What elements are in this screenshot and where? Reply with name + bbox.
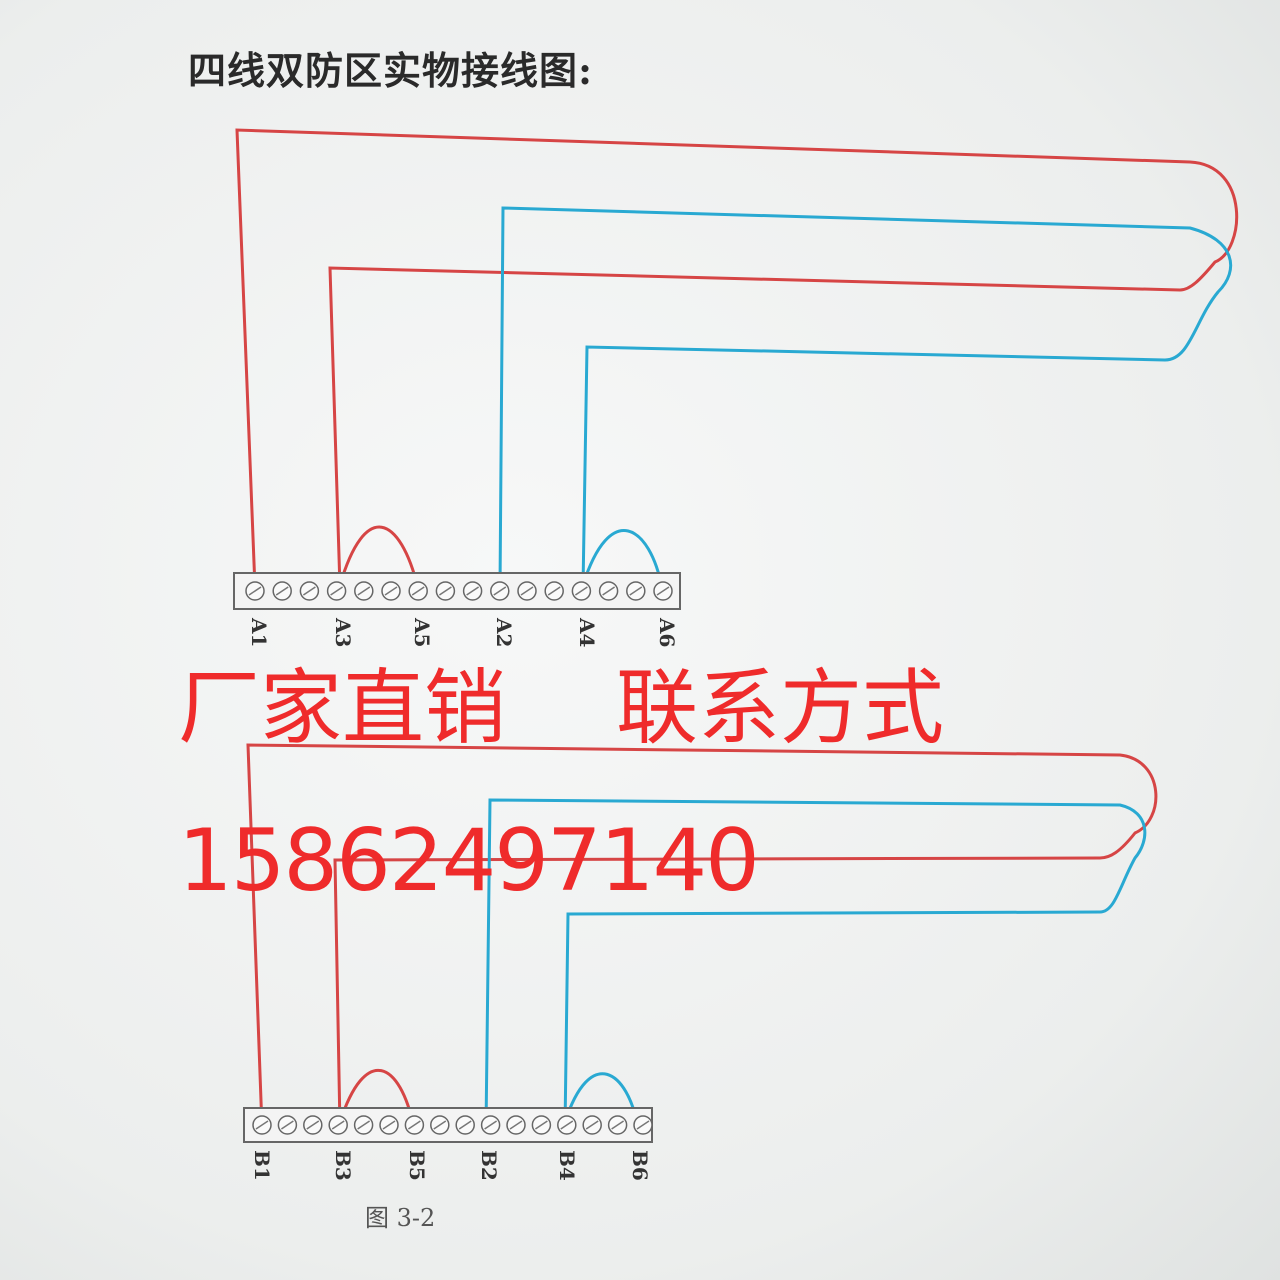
terminal-a-screw-slot: [520, 586, 534, 596]
terminal-a-screw-slot: [466, 586, 480, 596]
terminal-b-screw-slot: [255, 1120, 269, 1130]
terminal-a-screw-slot: [629, 586, 643, 596]
promo-phone-number: 15862497140: [178, 811, 760, 911]
terminal-a-screw-slot: [330, 586, 344, 596]
terminal-b-label-b6: B6: [628, 1150, 652, 1181]
terminal-a-label-a1: A1: [247, 617, 271, 647]
terminal-b-screw-slot: [280, 1120, 294, 1130]
terminal-a-screw-slot: [411, 586, 425, 596]
page-title: 四线双防区实物接线图:: [188, 48, 594, 93]
red-jumper-b3-b5: [338, 1069, 416, 1129]
terminal-strip-a: [233, 572, 681, 610]
blue-wire-b2-b4: [484, 798, 1147, 1129]
red-wire-b1-b3: [246, 743, 1158, 1129]
terminal-b-screw-slot: [407, 1120, 421, 1130]
terminal-a-screw-slot: [547, 586, 561, 596]
figure-caption: 图 3-2: [365, 1204, 436, 1232]
terminal-a-screw-slot: [275, 586, 289, 596]
terminal-a-screw-slot: [384, 586, 398, 596]
terminal-a-label-a3: A3: [331, 617, 355, 647]
terminal-labels-b: B1 B3 B5 B2 B4 B6: [250, 1150, 652, 1181]
terminal-a-screw-slot: [574, 586, 588, 596]
terminal-b-screw-slot: [636, 1120, 650, 1130]
terminal-b-label-b2: B2: [477, 1150, 501, 1181]
terminal-b-screw-slot: [382, 1120, 396, 1130]
terminal-b-screw-slot: [611, 1120, 625, 1130]
terminal-a-label-a2: A2: [492, 617, 516, 647]
terminal-a-label-a5: A5: [410, 617, 434, 647]
terminal-a-screw-slot: [302, 586, 316, 596]
terminal-a-screw-slot: [248, 586, 262, 596]
terminal-a-label-a4: A4: [575, 617, 599, 648]
terminal-b-screw-slot: [357, 1120, 371, 1130]
promo-headline: 厂家直销联系方式: [178, 668, 944, 750]
terminal-strip-b: [243, 1107, 653, 1143]
blue-jumper-a4-a6: [581, 529, 664, 589]
terminal-b-screw-slot: [484, 1120, 498, 1130]
terminal-a-screw-slot: [357, 586, 371, 596]
blue-wire-a2-a4: [498, 206, 1233, 589]
terminal-b-screw-slot: [458, 1120, 472, 1130]
terminal-a-screw-slot: [493, 586, 507, 596]
terminal-labels-a: A1 A3 A5 A2 A4 A6: [247, 617, 679, 648]
terminal-b-screw-slot: [509, 1120, 523, 1130]
promo-direct-sales: 厂家直销: [178, 661, 507, 756]
terminal-screws-b: [252, 1115, 653, 1135]
terminal-b-screw-slot: [534, 1120, 548, 1130]
lower-wiring: [246, 743, 1158, 1129]
terminal-b-screw-slot: [585, 1120, 599, 1130]
terminal-b-screw-slot: [306, 1120, 320, 1130]
promo-contact-label: 联系方式: [616, 661, 945, 756]
terminal-b-label-b1: B1: [250, 1150, 274, 1181]
terminal-b-screw-slot: [433, 1120, 447, 1130]
terminal-a-screw-slot: [438, 586, 452, 596]
terminal-b-label-b4: B4: [555, 1150, 579, 1181]
terminal-b-screw-slot: [331, 1120, 345, 1130]
terminal-b-screw-slot: [560, 1120, 574, 1130]
terminal-b-label-b5: B5: [405, 1150, 429, 1181]
terminal-a-screw-slot: [602, 586, 616, 596]
terminal-a-screw-slot: [656, 586, 670, 596]
terminal-b-label-b3: B3: [331, 1150, 355, 1181]
upper-wiring: [235, 128, 1239, 589]
red-jumper-a3-a5: [338, 525, 420, 589]
terminal-screws-a: [245, 581, 673, 601]
terminal-a-label-a6: A6: [655, 617, 679, 647]
